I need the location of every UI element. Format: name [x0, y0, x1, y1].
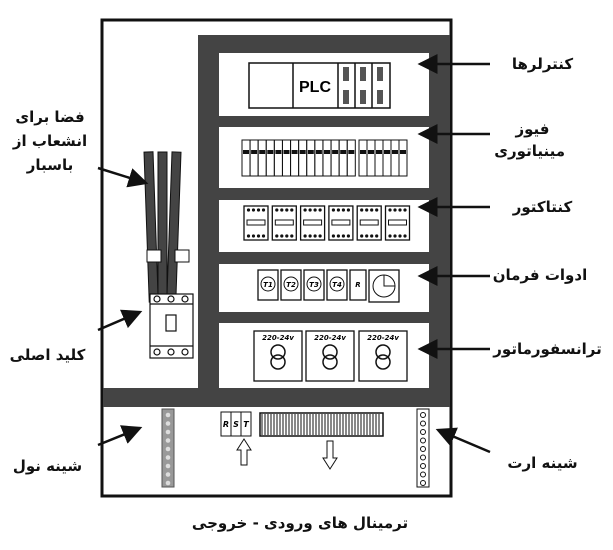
contactor-group	[243, 205, 411, 241]
label-mcb: فیوز مینیاتوری	[494, 120, 565, 160]
contactor	[299, 205, 326, 241]
control-device-T2	[280, 269, 302, 301]
mcb	[382, 139, 392, 177]
label-earth-bar: شینه ارت	[507, 454, 578, 472]
transformer-rating: 220-24v	[314, 334, 346, 342]
mcb	[241, 139, 251, 177]
main-switch	[149, 293, 194, 359]
plc-label: PLC	[299, 79, 331, 96]
control-device-group: T1 T2 T3 T4 R	[257, 269, 400, 303]
mcb	[249, 139, 259, 177]
transformer-coil-icon	[375, 344, 391, 360]
mcb	[306, 139, 316, 177]
input-terminals	[220, 411, 252, 437]
mcb	[265, 139, 275, 177]
transformer-rating: 220-24v	[367, 334, 399, 342]
mcb	[273, 139, 283, 177]
label-control-devices: ادوات فرمان	[492, 266, 588, 284]
caption: ترمینال های ورودی - خروجی	[191, 514, 409, 532]
control-device-label: T4	[332, 281, 342, 289]
mcb-group	[241, 139, 408, 177]
transformer	[305, 330, 355, 382]
terminal-r: R	[223, 420, 229, 429]
contactor	[243, 205, 269, 241]
output-terminal-strip	[259, 412, 384, 437]
pointer-arrows	[97, 54, 491, 454]
contactor	[384, 205, 411, 241]
label-neutral-bar: شینه نول	[12, 457, 83, 475]
mcb	[374, 139, 384, 177]
transformer-rating: 220-24v	[262, 334, 294, 342]
label-busbar-space: فضا برای انشعاب از باسبار	[12, 108, 88, 174]
output-arrow-icon	[322, 440, 338, 470]
mcb	[314, 139, 324, 177]
input-arrow-icon	[236, 438, 252, 466]
transformer	[358, 330, 408, 382]
control-device-label: R	[355, 281, 360, 289]
terminal-t: T	[243, 420, 249, 429]
label-contactor: کنتاکتور	[512, 198, 573, 216]
transformer	[253, 330, 303, 382]
contactor	[328, 205, 354, 241]
earth-bar	[416, 408, 430, 488]
control-device-label: T1	[263, 281, 273, 289]
mcb	[398, 139, 408, 177]
transformer-group: 220-24v 220-24v 220-24v	[253, 330, 408, 382]
label-transformer: ترانسفورماتور	[493, 340, 602, 358]
contactor	[271, 205, 297, 241]
transformer-coil-icon	[322, 344, 338, 360]
busbars	[143, 151, 190, 303]
mcb	[346, 139, 356, 177]
mcb	[322, 139, 332, 177]
control-device-T1	[257, 269, 279, 301]
mcb	[366, 139, 376, 177]
mcb	[298, 139, 308, 177]
mcb	[390, 139, 400, 177]
mcb	[290, 139, 300, 177]
mcb	[358, 139, 368, 177]
terminal-s: S	[233, 420, 239, 429]
control-device-T4	[326, 269, 348, 301]
mcb	[282, 139, 291, 177]
contactor	[356, 205, 382, 241]
mcb	[338, 139, 348, 177]
mcb	[257, 139, 267, 177]
control-device-R	[349, 269, 367, 301]
label-main-switch: کلید اصلی	[9, 346, 86, 364]
plc	[248, 62, 391, 109]
mcb	[330, 139, 340, 177]
control-device-label: T2	[286, 281, 296, 289]
label-controllers: کنترلرها	[511, 55, 574, 73]
control-device-T3	[303, 269, 325, 301]
transformer-coil-icon	[270, 344, 286, 360]
control-device-label: T3	[309, 281, 319, 289]
